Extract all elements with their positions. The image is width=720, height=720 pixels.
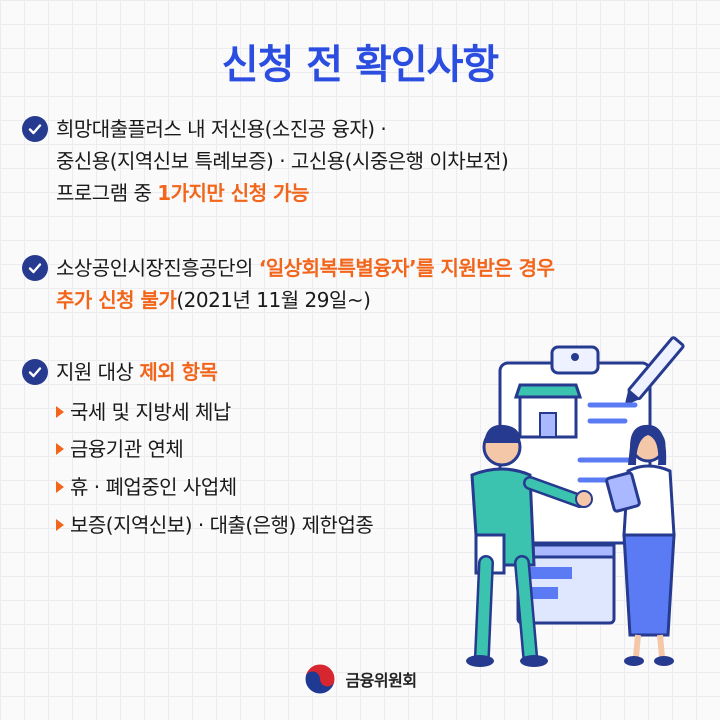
triangle-icon [56,405,64,418]
item-2-line-1: 소상공인시장진흥공단의 ‘일상회복특별융자’를 지원받은 경우 [56,256,555,280]
item-2-line-2: 추가 신청 불가(2021년 11월 29일~) [56,288,371,312]
organization-name: 금융위원회 [345,671,417,690]
taegeuk-icon [304,663,336,695]
item-3-highlight: 제외 항목 [139,360,218,384]
item-2-highlight-1: ‘일상회복특별융자’를 지원받은 경우 [258,256,555,280]
item-1-line-2: 중신용(지역신보 특례보증) · 고신용(시중은행 이차보전) [56,149,509,173]
exclusion-item: 휴 · 폐업중인 사업체 [56,471,237,503]
item-1-text: 희망대출플러스 내 저신용(소진공 융자) · 중신용(지역신보 특례보증) ·… [56,113,509,209]
item-1-line-1: 희망대출플러스 내 저신용(소진공 융자) · [56,117,387,141]
check-circle-icon [22,255,48,281]
item-1-line-3: 프로그램 중 1가지만 신청 가능 [56,181,309,205]
exclusion-item: 금융기관 연체 [56,433,184,465]
consultation-illustration [466,336,685,667]
footer: 금융위원회 [0,662,720,696]
item-2-text: 소상공인시장진흥공단의 ‘일상회복특별융자’를 지원받은 경우 추가 신청 불가… [56,252,555,316]
item-1-highlight: 1가지만 신청 가능 [157,181,309,205]
check-circle-icon [22,116,48,142]
item-3-text: 지원 대상 제외 항목 [56,360,218,384]
exclusion-item: 국세 및 지방세 체납 [56,396,231,428]
check-circle-icon [22,359,48,385]
triangle-icon [56,480,64,493]
exclusion-item: 보증(지역신보) · 대출(은행) 제한업종 [56,509,374,541]
triangle-icon [56,442,64,455]
item-2-highlight-2: 추가 신청 불가 [56,288,177,312]
page-title: 신청 전 확인사항 [221,42,499,88]
triangle-icon [56,518,64,531]
